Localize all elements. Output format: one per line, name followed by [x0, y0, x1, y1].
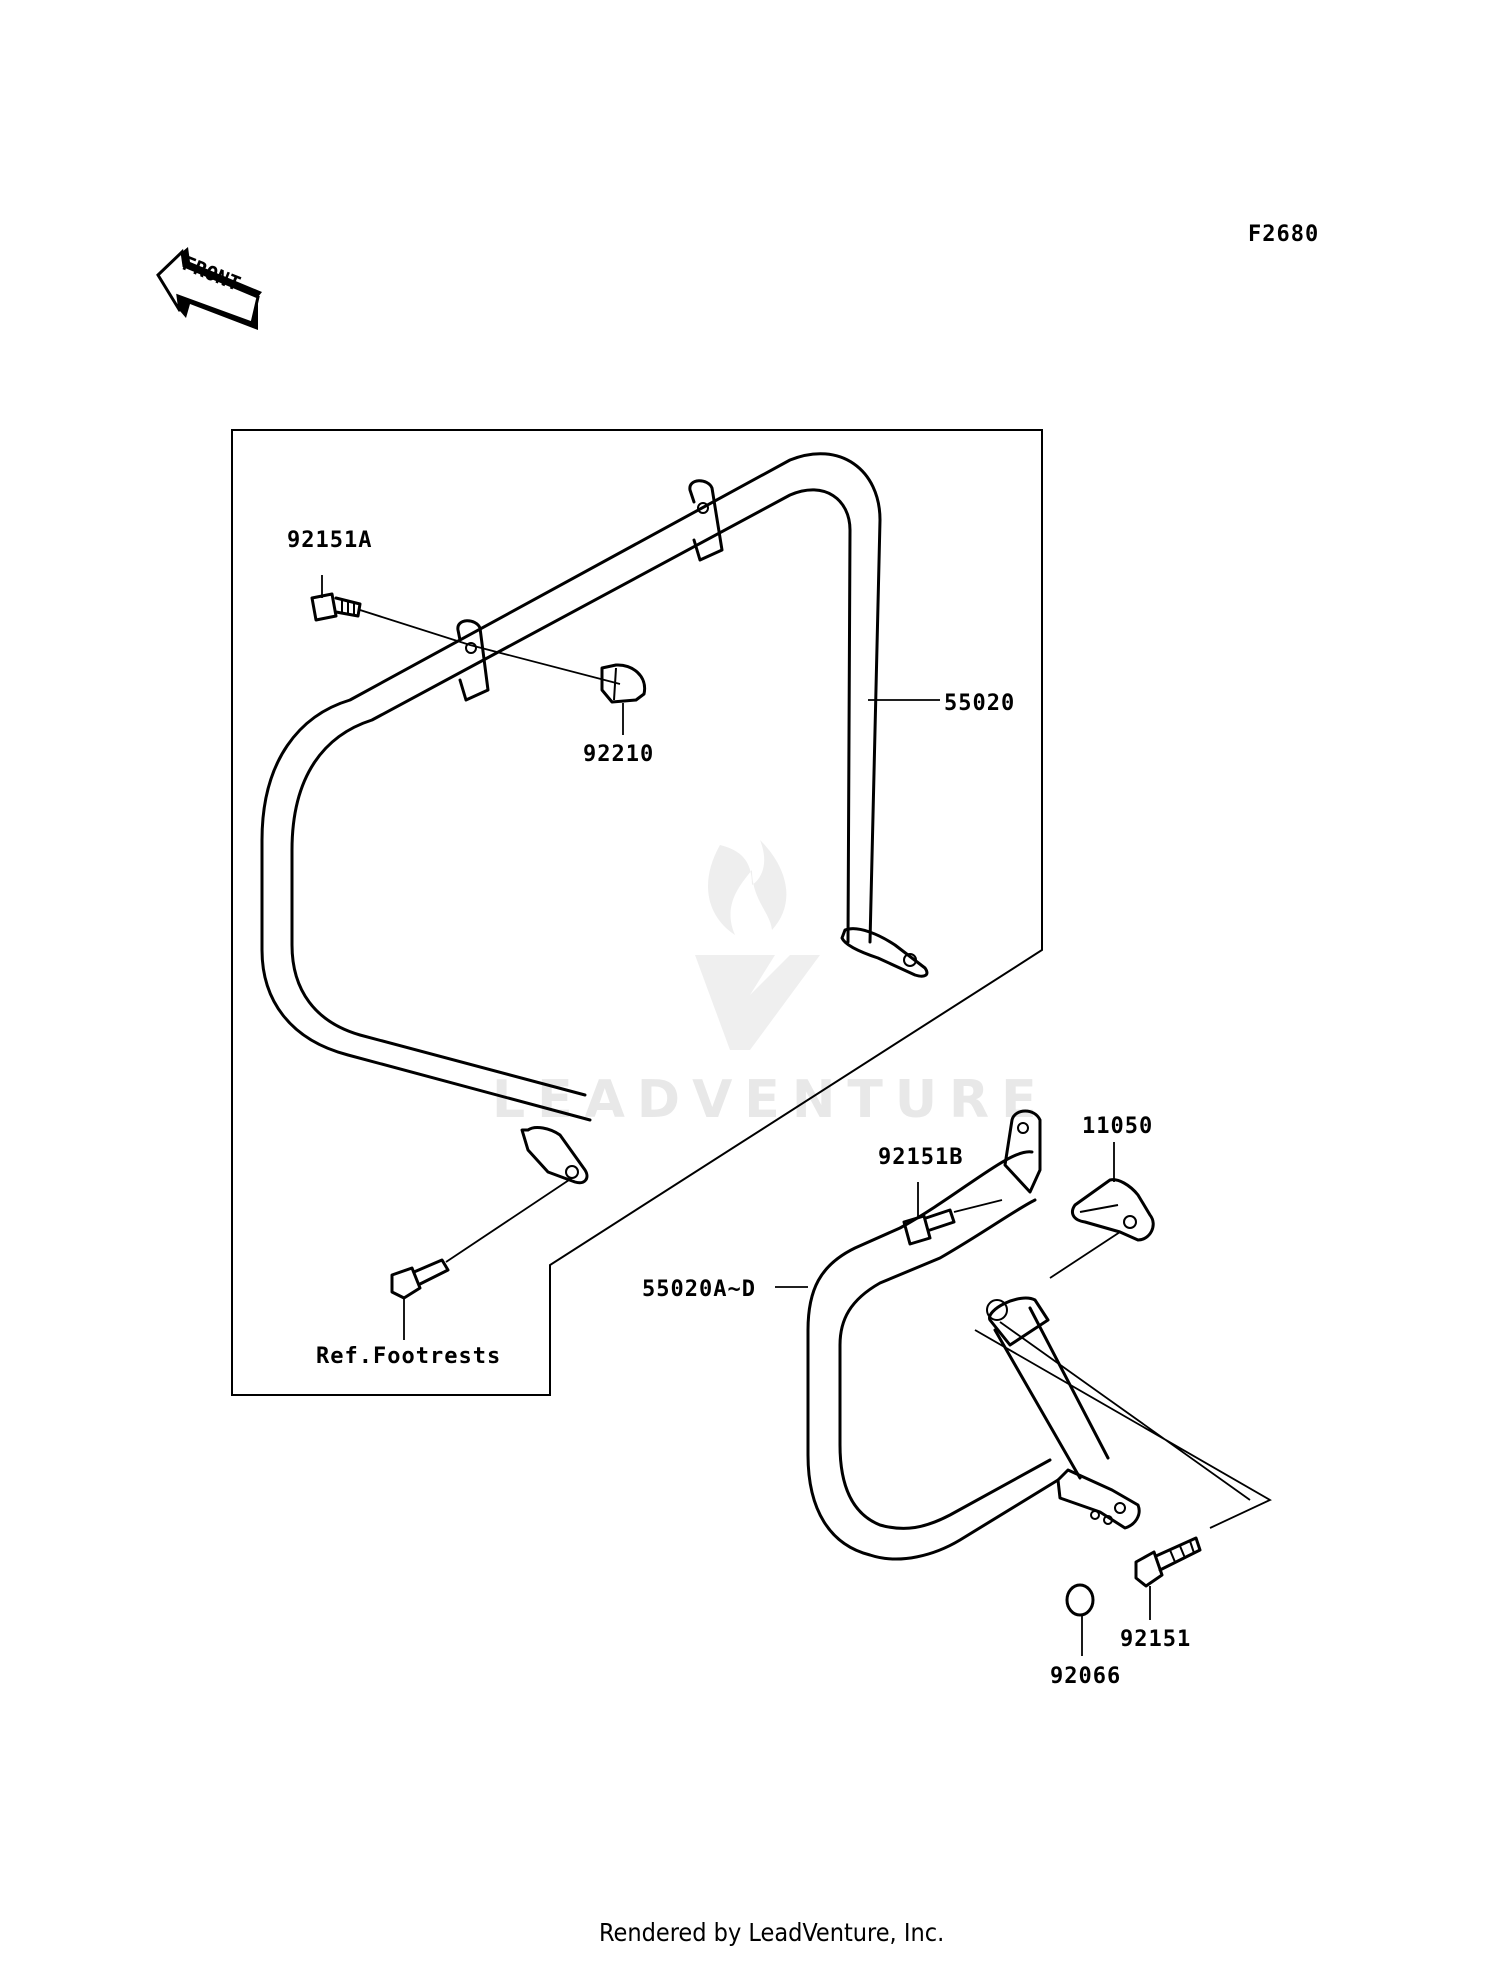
callout-55020: 55020	[944, 691, 1015, 716]
cap-nut-92210-icon	[600, 663, 647, 704]
front-arrow-icon: FRONT	[156, 247, 262, 330]
footrest-bolt-icon	[390, 1258, 450, 1300]
assembly-box	[231, 429, 1043, 1396]
leader-92151b	[917, 1182, 1003, 1218]
bolt-92151a-icon	[310, 592, 362, 622]
leader-92151a	[321, 575, 621, 685]
callout-92066: 92066	[1050, 1664, 1121, 1689]
callout-55020a-d: 55020A~D	[642, 1277, 756, 1302]
leader-11050	[974, 1142, 1272, 1529]
callout-92210: 92210	[583, 742, 654, 767]
bolt-92151b-icon	[902, 1208, 956, 1246]
cap-92066-icon	[1065, 1583, 1095, 1617]
front-engine-guard	[806, 1109, 1141, 1561]
callout-92151a: 92151A	[287, 528, 372, 553]
callout-11050: 11050	[1082, 1114, 1153, 1139]
callout-92151: 92151	[1120, 1627, 1191, 1652]
bolt-92151-icon	[1134, 1536, 1202, 1588]
leadventure-watermark: LEADVENTURE	[492, 840, 1049, 1130]
callout-92151b: 92151B	[878, 1145, 963, 1170]
upper-engine-guard	[260, 452, 929, 1185]
bracket-11050-icon	[1071, 1178, 1155, 1242]
watermark-text: LEADVENTURE	[492, 1070, 1049, 1130]
figure-code: F2680	[1248, 222, 1319, 247]
leader-footrest-bolt	[403, 1177, 573, 1340]
ref-footrests-label: Ref.Footrests	[316, 1344, 501, 1369]
footer-credit: Rendered by LeadVenture, Inc.	[599, 1918, 944, 1947]
